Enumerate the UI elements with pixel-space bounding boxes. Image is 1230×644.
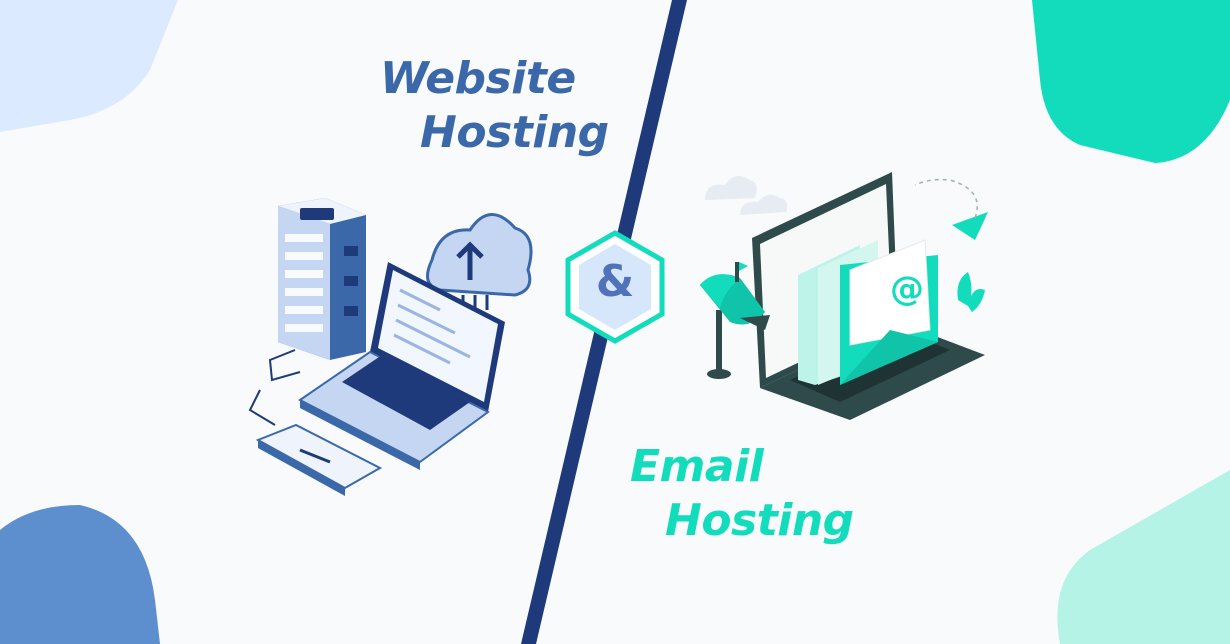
envelope-icon: @ [798, 239, 938, 385]
small-clouds [705, 176, 788, 215]
cable-1 [268, 349, 301, 382]
cable-2 [248, 389, 276, 426]
bottom-right-blob [1057, 470, 1230, 644]
website-hosting-line-1: Website [380, 53, 576, 104]
top-right-blob [1032, 0, 1230, 163]
email-hosting-heading: Email Hosting [630, 440, 854, 548]
ampersand-label: & [595, 256, 635, 307]
website-hosting-line-2: Hosting [420, 107, 609, 158]
email-hosting-line-2: Hosting [665, 495, 854, 546]
plant-icon [957, 272, 985, 312]
mobile-device-icon [255, 423, 383, 496]
paper-plane-icon [914, 178, 988, 240]
svg-text:@: @ [890, 269, 924, 309]
top-left-blob [0, 0, 178, 132]
mailbox-icon [700, 262, 770, 379]
website-hosting-heading: Website Hosting [380, 52, 609, 160]
server-rack-icon [278, 198, 366, 360]
ampersand-hexagon-badge [565, 230, 665, 344]
bottom-left-blob [0, 505, 160, 644]
email-hosting-line-1: Email [630, 441, 764, 492]
laptop-icon [298, 262, 505, 470]
